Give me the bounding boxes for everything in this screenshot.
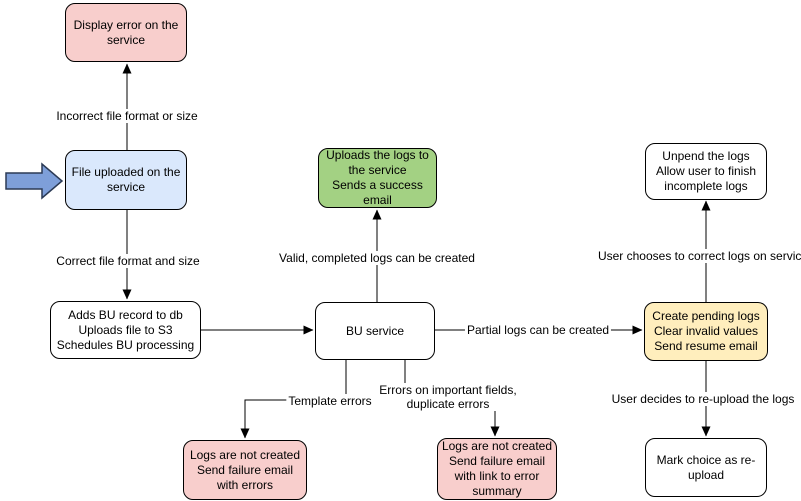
node-adds-bu-record: Adds BU record to db Uploads file to S3 … (50, 301, 201, 359)
edge-label-partial-logs: Partial logs can be created (464, 323, 612, 337)
block-arrow-right-icon (5, 162, 64, 200)
node-unpend-logs: Unpend the logs Allow user to finish inc… (645, 143, 767, 200)
edge-label-incorrect-format: Incorrect file format or size (54, 109, 200, 123)
node-logs-not-created-errors: Logs are not created Send failure email … (183, 440, 307, 500)
node-mark-reupload: Mark choice as re- upload (645, 438, 767, 497)
edge-label-user-chooses: User chooses to correct logs on service (595, 249, 801, 263)
edge-label-template-errors: Template errors (286, 394, 374, 408)
node-uploads-logs-success: Uploads the logs to the service Sends a … (318, 148, 437, 208)
node-logs-not-created-summary: Logs are not created Send failure email … (437, 438, 557, 500)
node-display-error: Display error on the service (65, 3, 187, 62)
node-bu-service: BU service (315, 302, 435, 360)
edge-label-important-fields: Errors on important fields, duplicate er… (377, 383, 519, 411)
edge-label-valid-logs: Valid, completed logs can be created (277, 251, 477, 265)
node-file-uploaded: File uploaded on the service (65, 150, 187, 210)
edge-label-user-decides: User decides to re-upload the logs (609, 392, 797, 406)
node-create-pending-logs: Create pending logs Clear invalid values… (644, 302, 768, 361)
edge-label-correct-format: Correct file format and size (54, 254, 202, 268)
